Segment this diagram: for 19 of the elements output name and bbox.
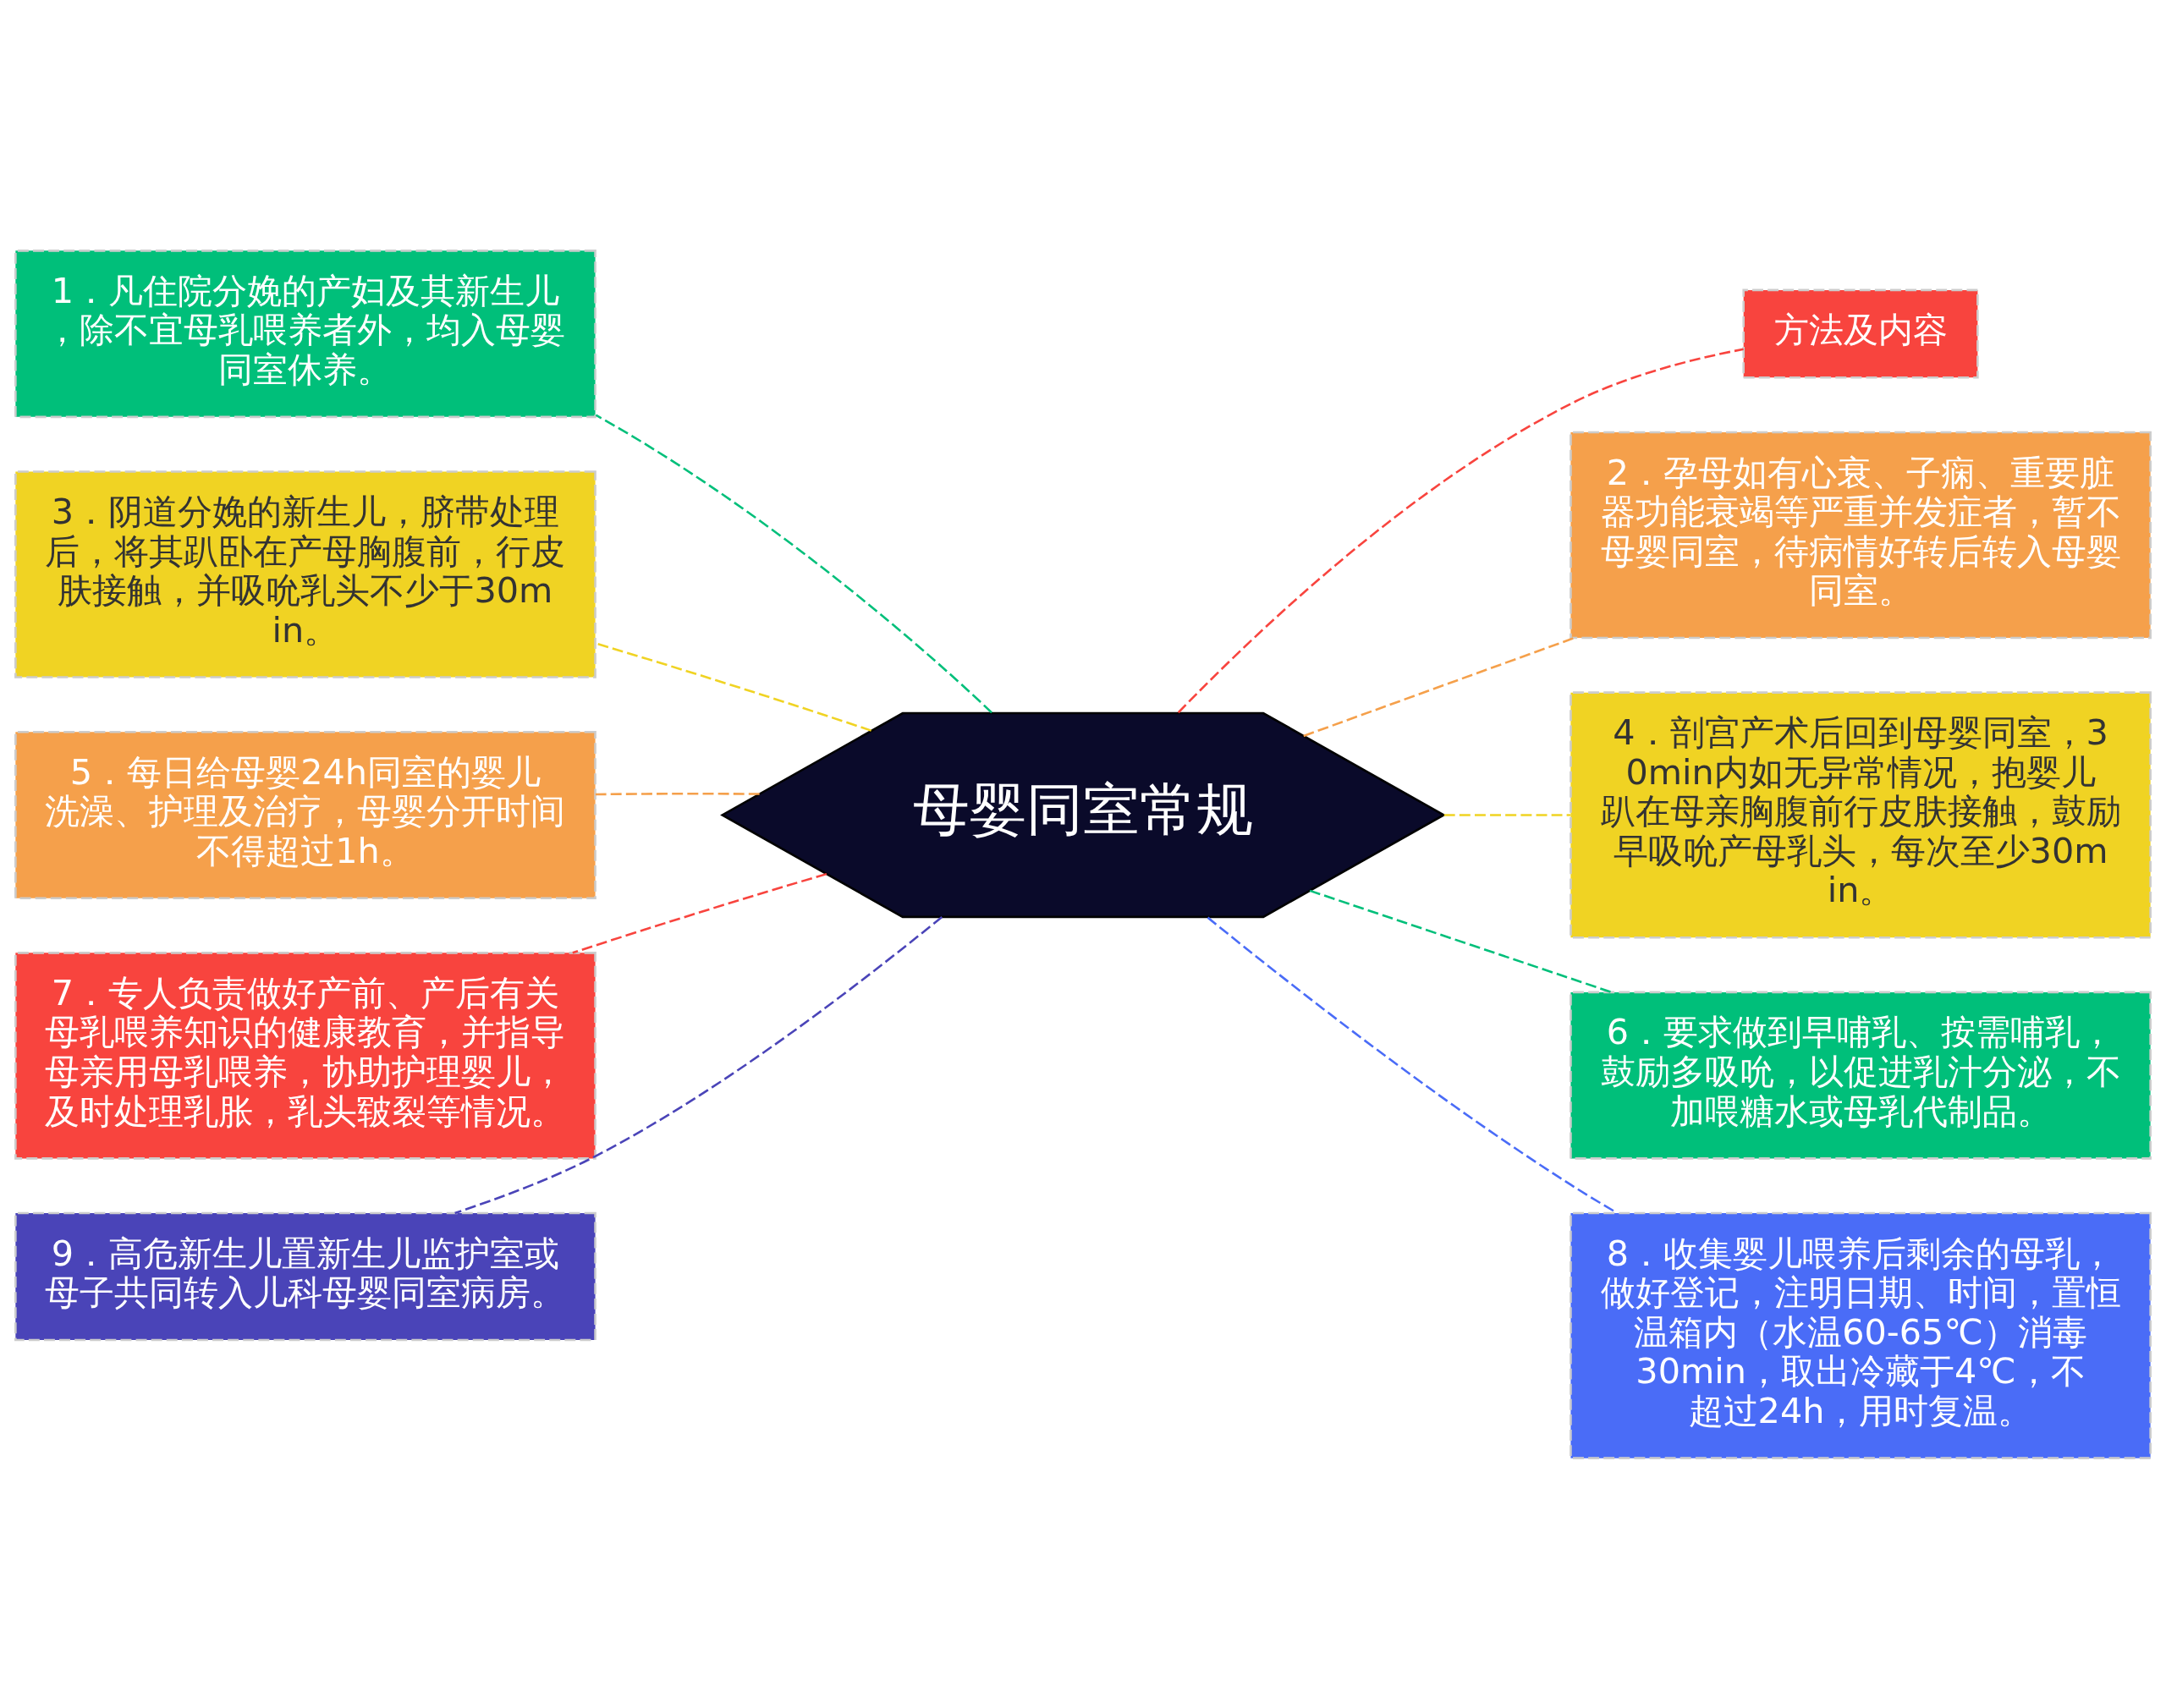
- node-box: 方法及内容: [1742, 288, 1979, 379]
- node-box: 9．高危新生儿置新生儿监护室或母子共同转入儿科母婴同室病房。: [14, 1211, 596, 1341]
- connector: [572, 872, 827, 954]
- connector: [595, 641, 872, 732]
- node-box: 5．每日给母婴24h同室的婴儿洗澡、护理及治疗，母婴分开时间不得超过1h。: [14, 730, 596, 899]
- connector: [1443, 813, 1571, 816]
- node-box: 4．剖宫产术后回到母婴同室，30min内如无异常情况，抱婴儿趴在母亲胸腹前行皮肤接触，鼓励早吸吮产母乳头，每次至少30min。: [1570, 690, 2152, 939]
- connector: [1177, 348, 1744, 713]
- connector: [595, 414, 992, 713]
- connector: [1303, 636, 1575, 737]
- connector: [595, 792, 760, 795]
- node-box: 8．收集婴儿喂养后剩余的母乳，做好登记，注明日期、时间，置恒温箱内（水温60-65℃）消毒30min，取出冷藏于4℃，不超过24h，用时复温。: [1570, 1211, 2152, 1459]
- connector: [1309, 889, 1613, 993]
- node-box: 3．阴道分娩的新生儿，脐带处理后，将其趴卧在产母胸腹前，行皮肤接触，并吸吮乳头不少于30min。: [14, 470, 596, 678]
- node-box: 6．要求做到早哺乳、按需哺乳，鼓励多吸吮，以促进乳汁分泌，不加喂糖水或母乳代制品。: [1570, 991, 2152, 1160]
- node-box: 2．孕母如有心衰、子痫、重要脏器功能衰竭等严重并发症者，暂不母婴同室，待病情好转后转入母婴同室。: [1570, 431, 2152, 639]
- connector: [454, 915, 943, 1214]
- node-box: 7．专人负责做好产前、产后有关母乳喂养知识的健康教育，并指导母亲用母乳喂养，协助护理婴儿，及时处理乳胀，乳头皲裂等情况。: [14, 951, 596, 1160]
- node-box: 1．凡住院分娩的产妇及其新生儿，除不宜母乳喂养者外，均入母婴同室休养。: [14, 249, 596, 418]
